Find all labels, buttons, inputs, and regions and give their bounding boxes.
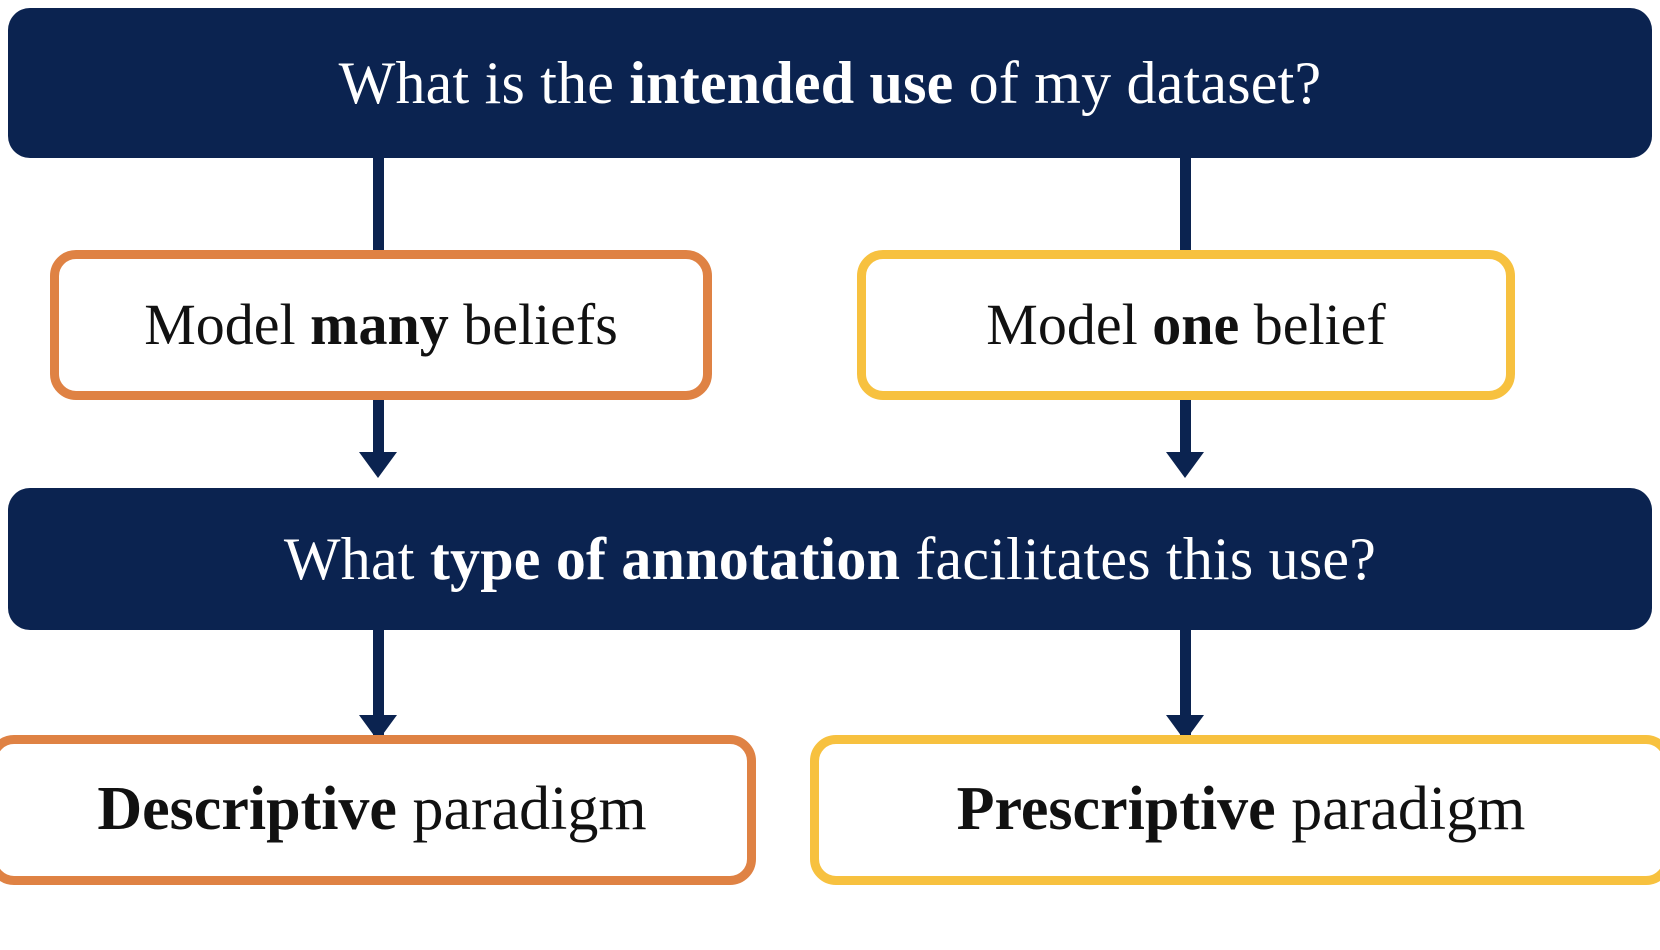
text-emphasis: intended use [629,49,954,116]
connector-line [1180,625,1191,740]
text-emphasis: many [310,291,449,357]
text-emphasis: type of annotation [429,525,901,592]
node-model-one-belief[interactable]: Model one belief [857,250,1515,400]
text-segment: beliefs [448,291,618,357]
node-descriptive-paradigm[interactable]: Descriptive paradigm [0,735,756,885]
text-segment: What is the [338,49,630,116]
text-segment: What [283,525,430,592]
text-segment: paradigm [1275,775,1526,844]
connector-line [373,625,384,740]
text-segment: Model [144,291,311,357]
arrowhead-down-icon [1166,452,1204,478]
text-segment: facilitates this use? [900,525,1377,592]
text-segment: belief [1239,291,1386,357]
text-emphasis: one [1152,291,1240,357]
text-segment: of my dataset? [953,49,1322,116]
text-emphasis: Prescriptive [956,775,1276,844]
arrowhead-down-icon [359,452,397,478]
node-annotation-type-question-label: What type of annotation facilitates this… [283,525,1377,592]
text-segment: Model [986,291,1153,357]
node-prescriptive-paradigm[interactable]: Prescriptive paradigm [810,735,1660,885]
node-annotation-type-question[interactable]: What type of annotation facilitates this… [8,488,1652,630]
node-model-many-beliefs[interactable]: Model many beliefs [50,250,712,400]
text-emphasis: Descriptive [97,775,397,844]
text-segment: paradigm [396,775,647,844]
node-descriptive-paradigm-label: Descriptive paradigm [97,777,646,842]
node-intended-use-question[interactable]: What is the intended use of my dataset? [8,8,1652,158]
node-model-many-beliefs-label: Model many beliefs [144,291,618,357]
node-intended-use-question-label: What is the intended use of my dataset? [338,49,1322,116]
node-model-one-belief-label: Model one belief [986,291,1386,357]
node-prescriptive-paradigm-label: Prescriptive paradigm [957,777,1526,842]
